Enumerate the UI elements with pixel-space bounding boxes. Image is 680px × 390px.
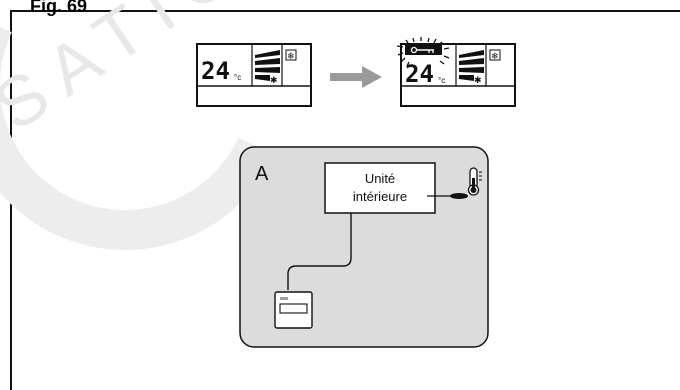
remote-display-after: 24 °c ✱ ❄ xyxy=(396,37,516,107)
panel-label: A xyxy=(255,163,269,185)
svg-text:✱: ✱ xyxy=(474,75,482,85)
thermometer-icon xyxy=(467,167,482,196)
diagram-panel-a: A Unité intérieure xyxy=(239,146,489,348)
snowflake-icon: ❄ xyxy=(285,49,297,61)
remote-display-before: 24 °c ✱ ❄ xyxy=(196,43,312,107)
temperature-before: 24 xyxy=(201,57,230,85)
blink-rays xyxy=(396,37,450,67)
key-icon xyxy=(405,45,442,55)
temperature-after: 24 xyxy=(405,60,434,88)
svg-text:✱: ✱ xyxy=(270,75,278,85)
unit-before: °c xyxy=(234,73,241,82)
indoor-unit-box: Unité intérieure xyxy=(324,162,436,214)
svg-text:❄: ❄ xyxy=(491,51,499,61)
figure-frame: Fig. 69 xyxy=(10,0,680,390)
svg-text:❄: ❄ xyxy=(287,51,295,61)
figure-svg: 24 °c ✱ ❄ xyxy=(196,37,516,348)
transition-arrow xyxy=(330,66,382,88)
figure-title: Fig. 69 xyxy=(30,0,88,16)
wired-remote-icon xyxy=(274,291,313,329)
fan-speed-icon: ✱ xyxy=(255,50,280,85)
snowflake-icon: ❄ xyxy=(489,49,501,61)
fan-speed-icon: ✱ xyxy=(459,50,484,85)
indoor-unit-label-line1: Unité xyxy=(365,171,395,186)
unit-after: °c xyxy=(438,76,445,85)
sensor-probe xyxy=(450,193,468,199)
controller-cable xyxy=(287,213,352,290)
indoor-unit-label-line2: intérieure xyxy=(353,189,407,204)
